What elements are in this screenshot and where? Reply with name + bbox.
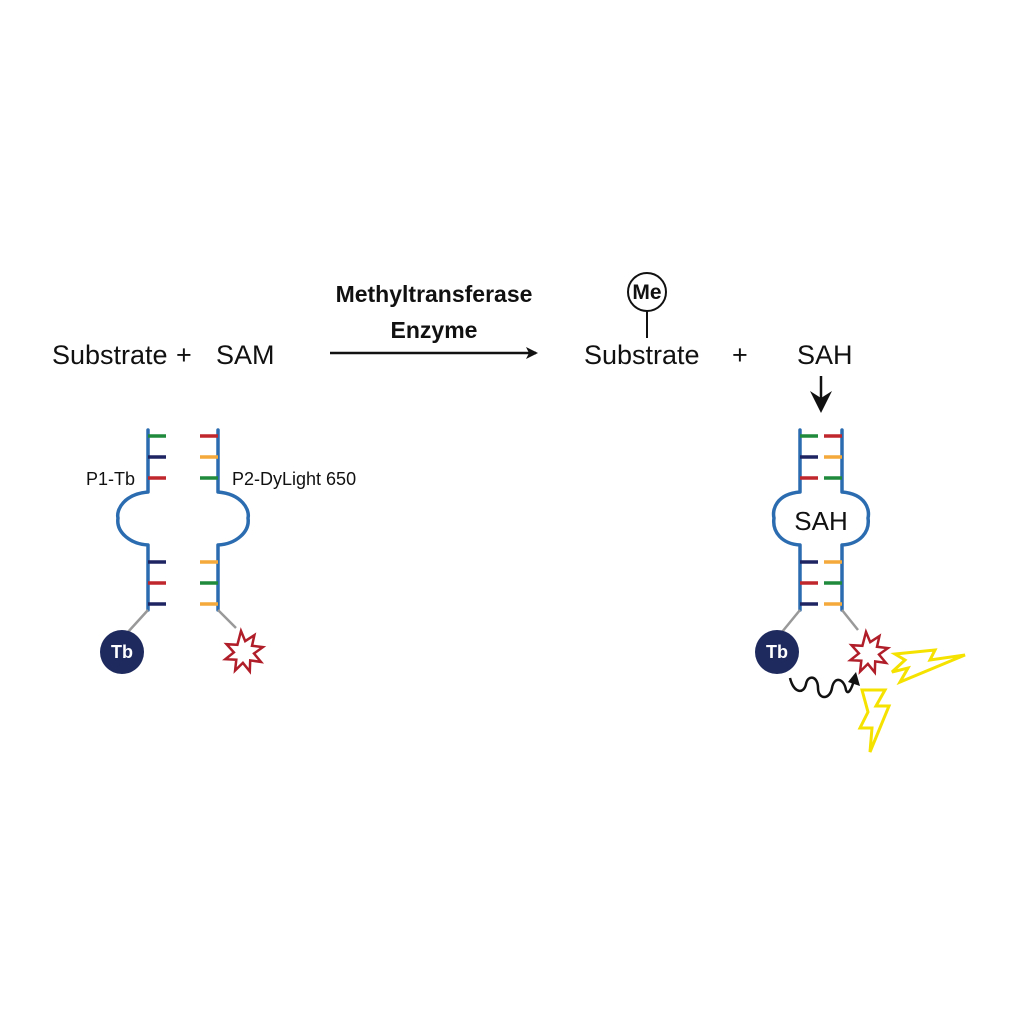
complex-tb-label: Tb: [766, 642, 788, 662]
plus-sign: +: [176, 340, 192, 370]
plus-sign-2: +: [732, 340, 748, 370]
enzyme-label-line2: Enzyme: [391, 317, 478, 343]
tb-label: Tb: [111, 642, 133, 662]
dylight-acceptor-icon: [222, 627, 267, 675]
p2-bases: [200, 434, 218, 606]
lightning-bolt-icon: [890, 648, 966, 686]
complex-bases: [800, 434, 842, 606]
complex-dylight-acceptor-icon: [847, 628, 892, 676]
complex-p2-linker: [841, 609, 859, 631]
methyl-label: Me: [632, 281, 661, 304]
product-substrate-label: Substrate: [584, 340, 700, 370]
substrate-label: Substrate: [52, 340, 168, 370]
p2-strand: [216, 428, 251, 612]
p1-bases: [148, 434, 166, 606]
complex-sah-label: SAH: [794, 506, 847, 536]
sah-down-arrow: [810, 376, 832, 413]
p2-linker: [217, 609, 237, 629]
complex-tb-donor: Tb: [755, 630, 799, 674]
p1-tb-label: P1-Tb: [86, 469, 135, 489]
p2-dylight-label: P2-DyLight 650: [232, 469, 356, 489]
methyl-group: Me: [627, 272, 667, 338]
sam-label: SAM: [216, 340, 275, 370]
tb-donor: Tb: [100, 630, 144, 674]
p1-strand: [115, 428, 150, 612]
p1-linker: [127, 609, 149, 633]
lightning-bolt-icon-2: [857, 688, 892, 753]
enzyme-label-line1: Methyltransferase: [336, 281, 533, 307]
sah-label: SAH: [797, 340, 853, 370]
complex-strand-left: [771, 428, 802, 612]
complex-strand-right: [840, 428, 871, 612]
complex-p1-linker: [781, 609, 801, 633]
energy-transfer-arrow: [788, 676, 856, 699]
energy-transfer-arrowhead: [848, 672, 860, 686]
